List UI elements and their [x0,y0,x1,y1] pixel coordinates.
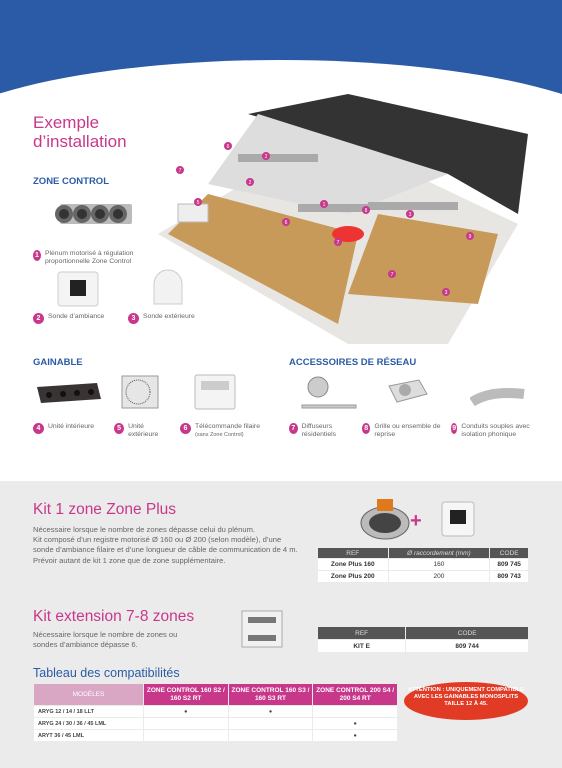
house-marker [246,178,254,186]
zone-item-1: 1 Plénum motorisé à régulation proportio… [33,250,173,266]
house-marker-label: 3 [445,290,448,296]
accessoire-item-9: 9 Conduits souples avec isolation phoniq… [451,423,530,438]
accessoire-item-8: 8 Grille ou ensemble de reprise [362,423,442,439]
sonde-ambiance-image [57,271,99,307]
kit1-table: REF Ø raccordement (mm) CODE Zone Plus 1… [317,547,529,583]
registre-motorise-image [360,499,410,540]
attention-badge: ATTENTION : UNIQUEMENT COMPATIBLE AVEC L… [404,682,528,720]
table-header: CODE [405,626,529,640]
item-number: 1 [33,250,41,261]
gainable-item-6: 6 Télécommande filaire(sans Zone Control… [180,423,260,439]
house-marker [262,152,270,160]
compat-table: MODÈLES ZONE CONTROL 160 S2 / 160 S2 RT … [33,683,398,742]
telecommande-image [194,374,236,410]
house-illustration: 6 2 7 5 2 1 6 8 3 9 7 7 3 [158,94,528,344]
house-marker [320,200,328,208]
unite-exterieure-image [121,375,159,409]
kit2-title: Kit extension 7-8 zones [33,608,195,625]
table-header: REF [316,626,407,640]
house-marker [466,232,474,240]
plus-sign: + [410,510,422,532]
accessoire-item-7: 7 Diffuseurs résidentiels [289,423,354,439]
table-header: MODÈLES [33,683,144,706]
diffuseur-image [301,376,357,409]
house-marker-label: 6 [285,220,288,226]
house-marker [362,206,370,214]
kit2-table: REF CODE KIT E 809 744 [316,626,529,653]
house-marker-label: 7 [179,168,182,174]
house-marker-label: 1 [323,202,326,208]
table-header: CODE [489,547,529,559]
table-row: KIT E 809 744 [316,639,529,653]
sonde-filaire-image [441,501,475,537]
zone-item-3: 3 Sonde extérieure [128,313,195,324]
top-blue-band [0,0,562,110]
kit2-description: Nécessaire lorsque le nombre de zones ou… [33,630,178,650]
house-marker [334,238,342,246]
gainable-item-4: 4 Unité intérieure [33,423,94,434]
gainable-heading: GAINABLE [33,357,83,368]
house-marker-label: 7 [337,240,340,246]
table-row: Zone Plus 160 160 809 745 [317,558,529,571]
house-marker-label: 2 [265,154,268,160]
kit1-title: Kit 1 zone Zone Plus [33,501,177,518]
table-header: REF [317,547,389,559]
zone-control-heading: ZONE CONTROL [33,176,109,187]
house-marker-label: 9 [469,234,472,240]
house-marker-label: 5 [197,200,200,206]
gainable-item-5: 5 Unité extérieure [114,423,172,439]
table-header: ZONE CONTROL 160 S2 / 160 S2 RT [143,683,229,706]
table-row: ARYG 12 / 14 / 18 LLT ● ● [33,705,398,718]
house-marker [224,142,232,150]
house-marker [176,166,184,174]
house-marker-label: 8 [365,208,368,214]
table-row: ARYT 36 / 45 LML ● [33,729,398,742]
table-row: ARYG 24 / 30 / 36 / 45 LML ● [33,717,398,730]
accessoires-heading: ACCESSOIRES DE RÉSEAU [289,357,417,368]
kit-extension-image [241,610,283,648]
house-marker-label: 2 [249,180,252,186]
sonde-exterieure-image [153,269,183,305]
house-marker-label: 6 [227,144,230,150]
compat-title: Tableau des compatibilités [33,666,180,680]
house-marker-label: 7 [391,272,394,278]
plenum-motorise-image [55,204,132,224]
house-marker [388,270,396,278]
house-marker [194,198,202,206]
table-header: ZONE CONTROL 200 S4 / 200 S4 RT [312,683,398,706]
unite-interieure-image [37,383,101,403]
table-header: Ø raccordement (mm) [387,547,491,559]
kit1-description: Nécessaire lorsque le nombre de zones dé… [33,525,298,565]
grille-reprise-image [388,379,428,403]
table-header: ZONE CONTROL 160 S3 / 160 S3 RT [227,683,314,706]
house-marker-label: 3 [409,212,412,218]
zone-item-2: 2 Sonde d’ambiance [33,313,104,324]
house-marker [442,288,450,296]
page-title: Exemple d’installation [33,113,127,151]
house-marker [406,210,414,218]
house-marker [282,218,290,226]
conduit-souple-image [470,388,525,407]
table-row: Zone Plus 200 200 809 743 [317,570,529,583]
